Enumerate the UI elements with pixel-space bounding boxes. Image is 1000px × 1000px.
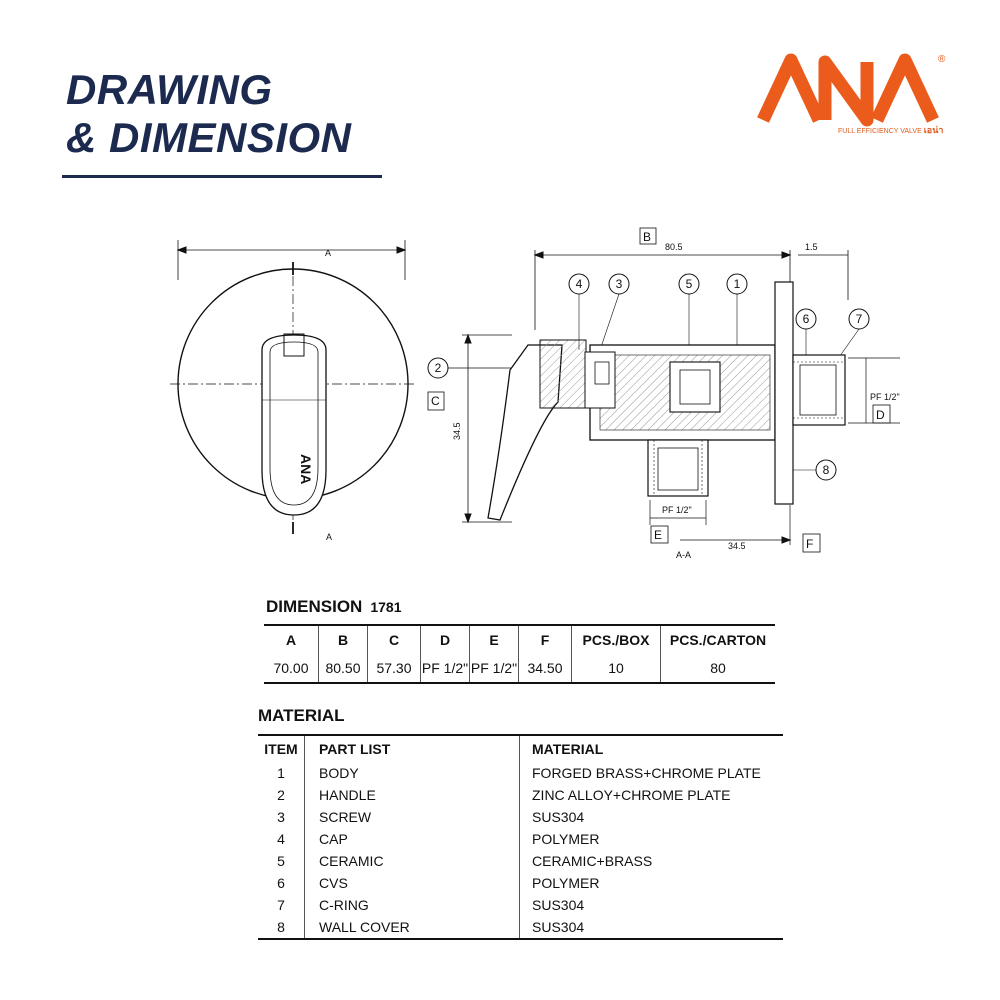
- logo-thai-text: เอน่า: [923, 125, 944, 135]
- callout-1: 1: [734, 277, 741, 291]
- dim-value-d: PF 1/2": [420, 654, 470, 683]
- row-item: 2: [277, 787, 285, 803]
- row-material: POLYMER: [519, 872, 783, 894]
- row-part: CERAMIC: [304, 850, 520, 872]
- dim-header-d: D: [420, 625, 470, 654]
- dim-value-pcs-box: 10: [571, 654, 661, 683]
- callout-5: 5: [686, 277, 693, 291]
- letter-e: E: [654, 528, 662, 542]
- dim-a-label: A: [325, 248, 331, 258]
- dim-value-pcs-carton: 80: [660, 654, 775, 683]
- handle-logo-text: ANA: [298, 454, 314, 484]
- row-item: 7: [277, 897, 285, 913]
- callout-4: 4: [576, 277, 583, 291]
- letter-c: C: [431, 394, 440, 408]
- dimension-heading: DIMENSION 1781: [266, 597, 402, 617]
- model-number: 1781: [370, 599, 402, 615]
- row-item: 6: [277, 875, 285, 891]
- row-part: CAP: [304, 828, 520, 850]
- dim-header-pcs-carton: PCS./CARTON: [660, 625, 775, 654]
- registered-mark: ®: [938, 54, 946, 65]
- row-item: 8: [258, 916, 305, 940]
- logo-tagline-text: FULL EFFICIENCY VALVE: [838, 128, 922, 135]
- dim-top-label: 80.5: [665, 242, 683, 252]
- material-header-row: ITEM PART LIST MATERIAL: [258, 735, 783, 762]
- row-material: FORGED BRASS+CHROME PLATE: [519, 762, 783, 784]
- section-view: B 80.5 1.5 4 3 5 1 6 7 8: [533, 227, 900, 560]
- dim-header-pcs-box: PCS./BOX: [571, 625, 661, 654]
- row-part: HANDLE: [304, 784, 520, 806]
- dim-top-right-label: 1.5: [805, 242, 818, 252]
- letter-d: D: [876, 408, 885, 422]
- material-header-part: PART LIST: [304, 735, 520, 762]
- dim-header-c: C: [367, 625, 421, 654]
- dim-header-f: F: [518, 625, 572, 654]
- row-item: 3: [277, 809, 285, 825]
- row-part: C-RING: [304, 894, 520, 916]
- ana-logo: ®: [757, 53, 946, 127]
- row-material: SUS304: [519, 894, 783, 916]
- callout-7: 7: [856, 312, 863, 326]
- side-height-label: 34.5: [452, 422, 462, 440]
- callout-3: 3: [616, 277, 623, 291]
- technical-drawing: A A ANA 34.5 C 2: [170, 227, 900, 560]
- row-part: BODY: [304, 762, 520, 784]
- material-heading: MATERIAL: [258, 706, 345, 725]
- front-view: A A ANA: [170, 240, 415, 542]
- letter-f: F: [806, 537, 813, 551]
- logo-tagline: FULL EFFICIENCY VALVE เอน่า: [838, 123, 943, 137]
- row-part: WALL COVER: [304, 916, 520, 940]
- material-header-material: MATERIAL: [519, 735, 783, 762]
- page-title: DRAWING & DIMENSION: [66, 66, 352, 162]
- section-mark-bottom: A: [326, 532, 332, 542]
- title-underline: [62, 175, 382, 178]
- title-line-2: & DIMENSION: [66, 114, 352, 161]
- dimension-table: A B C D E F PCS./BOX PCS./CARTON 70.00 8…: [264, 624, 775, 684]
- dim-value-c: 57.30: [367, 654, 421, 683]
- dimension-header-row: A B C D E F PCS./BOX PCS./CARTON: [264, 625, 775, 654]
- title-line-1: DRAWING: [66, 66, 273, 113]
- row-material: CERAMIC+BRASS: [519, 850, 783, 872]
- callout-8: 8: [823, 463, 830, 477]
- row-part: CVS: [304, 872, 520, 894]
- dim-header-e: E: [469, 625, 519, 654]
- dim-value-a: 70.00: [273, 660, 309, 676]
- row-material: POLYMER: [519, 828, 783, 850]
- row-item: 1: [277, 765, 285, 781]
- side-view: 34.5 C 2: [427, 333, 587, 524]
- dim-value-e: PF 1/2": [469, 654, 519, 683]
- row-part: SCREW: [304, 806, 520, 828]
- dimension-heading-text: DIMENSION: [266, 597, 363, 616]
- callout-6: 6: [803, 312, 810, 326]
- row-material: SUS304: [519, 916, 783, 940]
- row-item: 4: [277, 831, 285, 847]
- dim-right-thread-label: PF 1/2": [870, 392, 900, 402]
- dim-bottom-length-label: 34.5: [728, 541, 746, 551]
- row-material: SUS304: [519, 806, 783, 828]
- dimension-value-row: 70.00 80.50 57.30 PF 1/2" PF 1/2" 34.50 …: [264, 654, 775, 683]
- material-header-item: ITEM: [264, 741, 298, 757]
- letter-b: B: [643, 230, 651, 244]
- callout-2: 2: [435, 361, 442, 375]
- dim-header-b: B: [318, 625, 368, 654]
- section-label: A-A: [676, 550, 691, 560]
- row-material: ZINC ALLOY+CHROME PLATE: [519, 784, 783, 806]
- dim-value-b: 80.50: [318, 654, 368, 683]
- row-item: 5: [277, 853, 285, 869]
- dim-header-a: A: [285, 632, 297, 648]
- dim-value-f: 34.50: [518, 654, 572, 683]
- dim-bottom-thread-label: PF 1/2": [662, 505, 692, 515]
